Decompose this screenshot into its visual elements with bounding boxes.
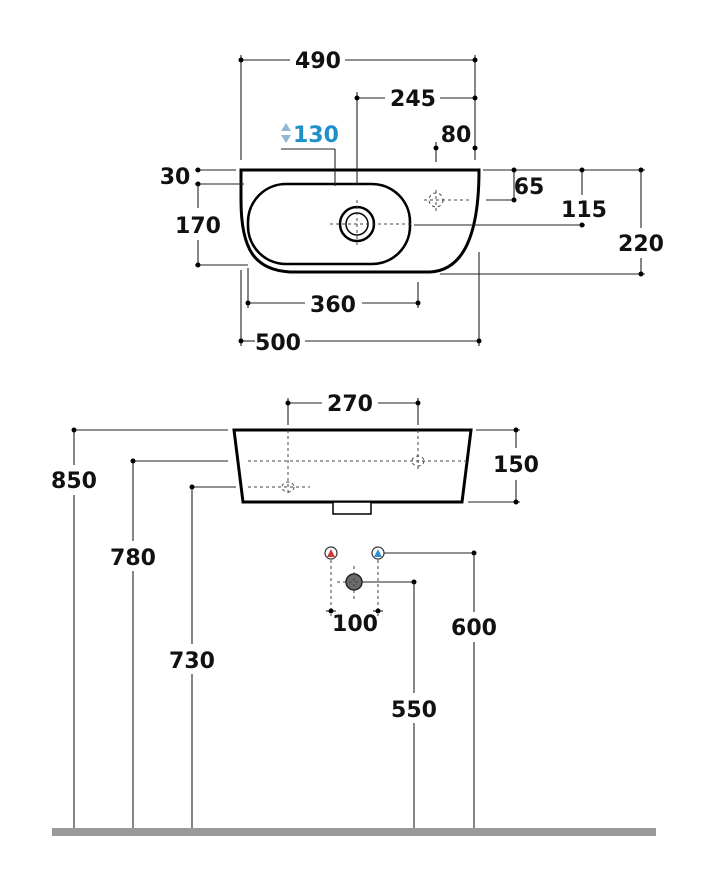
dim-total-depth: 220 (618, 232, 664, 257)
dim-waste-depth: 115 (561, 198, 607, 223)
front-view: 270 150 850 780 730 (51, 392, 539, 830)
dim-rim-depth: 30 (160, 165, 191, 190)
dim-rim-height: 850 (51, 469, 97, 494)
dim-upper-fixing-height: 780 (110, 546, 156, 571)
up-down-arrow-icon (281, 123, 291, 143)
plumbing: 100 600 550 (324, 546, 497, 830)
dim-width-overall: 490 (295, 49, 341, 74)
dim-basin-height: 150 (493, 453, 539, 478)
waste-pipe-icon (345, 573, 363, 591)
dim-waste-height: 550 (391, 698, 437, 723)
dim-tap-hole-height: 130 (293, 123, 339, 148)
dim-overflow-offset: 80 (441, 123, 472, 148)
waste-outlet (332, 501, 372, 515)
dim-lower-fixing-height: 730 (169, 649, 215, 674)
dim-supply-spacing: 100 (332, 612, 378, 637)
dim-bowl-width: 360 (310, 293, 356, 318)
top-view: 490 245 130 80 30 170 65 11 (160, 49, 664, 356)
floor-line (52, 828, 656, 836)
dim-supply-height: 600 (451, 616, 497, 641)
dim-tap-offset: 245 (390, 87, 436, 112)
dim-fixing-spacing: 270 (327, 392, 373, 417)
basin-front-outline (232, 428, 473, 504)
dim-bowl-depth: 170 (175, 214, 221, 239)
dim-overflow-depth: 65 (514, 175, 545, 200)
dim-total-width: 500 (255, 331, 301, 356)
